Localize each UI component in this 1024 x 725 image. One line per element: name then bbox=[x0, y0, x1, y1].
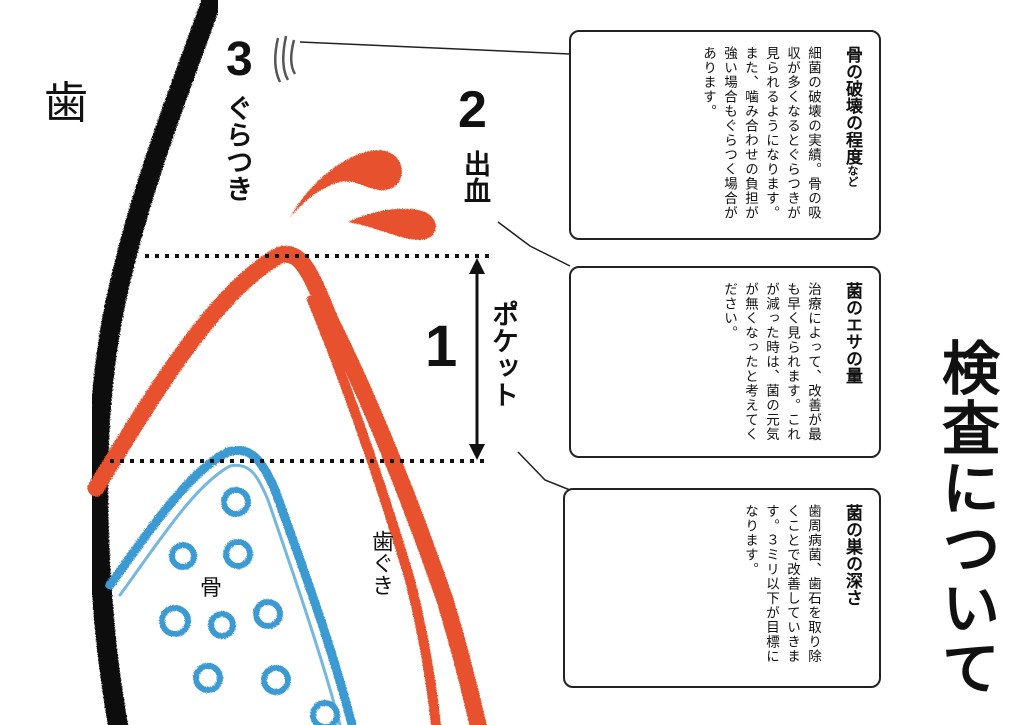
bone-pore bbox=[310, 700, 340, 725]
box-title: 菌のエサの量 bbox=[842, 282, 862, 384]
info-box-bacteria-nest-depth: 菌の巣の深さ 歯周病菌、歯石を取り除くことで改善していきます。３ミリ以下が目標に… bbox=[563, 488, 881, 688]
pocket-depth-arrow bbox=[469, 258, 485, 460]
leader-line-wobble bbox=[299, 41, 571, 55]
bleeding-number: 2 bbox=[458, 81, 487, 139]
leader-line-bleeding bbox=[497, 221, 571, 267]
tooth-label: 歯 bbox=[44, 78, 88, 129]
bone-pore bbox=[221, 487, 251, 517]
info-box-bacteria-food: 菌のエサの量 治療によって、改善が最も早く見られます。これが減った時は、菌の元気… bbox=[569, 266, 881, 458]
bone-pore bbox=[193, 663, 223, 693]
pocket-label: ポケット bbox=[487, 300, 518, 408]
wobble-label: ぐらつき bbox=[221, 94, 252, 202]
bleeding-drop-upper bbox=[290, 150, 402, 218]
bone-pore bbox=[159, 605, 191, 637]
tooth-surface-line bbox=[88, 0, 222, 725]
page-title: 検査について bbox=[932, 338, 1000, 698]
bone-pore bbox=[223, 539, 253, 569]
bone-pore bbox=[261, 665, 291, 695]
bone-inner-outline bbox=[118, 463, 342, 725]
bleeding-drop-lower bbox=[348, 208, 436, 240]
bleeding-label: 出血 bbox=[459, 150, 490, 204]
gum-label: 歯ぐき bbox=[368, 530, 393, 596]
wobble-marks bbox=[274, 35, 297, 83]
bone-pores bbox=[159, 487, 340, 725]
box-body: 歯周病菌、歯石を取り除くことで改善していきます。３ミリ以下が目標になります。 bbox=[742, 504, 821, 664]
gum-inner-line bbox=[307, 295, 441, 725]
gum-outline bbox=[87, 245, 487, 725]
box-title: 骨の破壊の程度など bbox=[842, 46, 862, 187]
leader-line-pocket bbox=[517, 451, 571, 491]
bone-pore bbox=[169, 542, 197, 570]
bone-label: 骨 bbox=[200, 576, 223, 601]
bone-pore bbox=[253, 599, 283, 629]
bone-outline bbox=[105, 445, 357, 725]
bone-pore bbox=[208, 611, 236, 639]
wobble-number: 3 bbox=[226, 33, 253, 86]
box-body: 治療によって、改善が最も早く見られます。これが減った時は、菌の元気が無くなったと… bbox=[721, 282, 821, 442]
box-title: 菌の巣の深さ bbox=[842, 504, 862, 606]
pocket-number: 1 bbox=[425, 314, 458, 379]
info-box-bone-destruction: 骨の破壊の程度など 細菌の破壊の実績。骨の吸収が多くなるとぐらつきが見られるよう… bbox=[569, 30, 881, 240]
box-body: 細菌の破壊の実績。骨の吸収が多くなるとぐらつきが見られるようになります。また、噛… bbox=[700, 46, 821, 220]
